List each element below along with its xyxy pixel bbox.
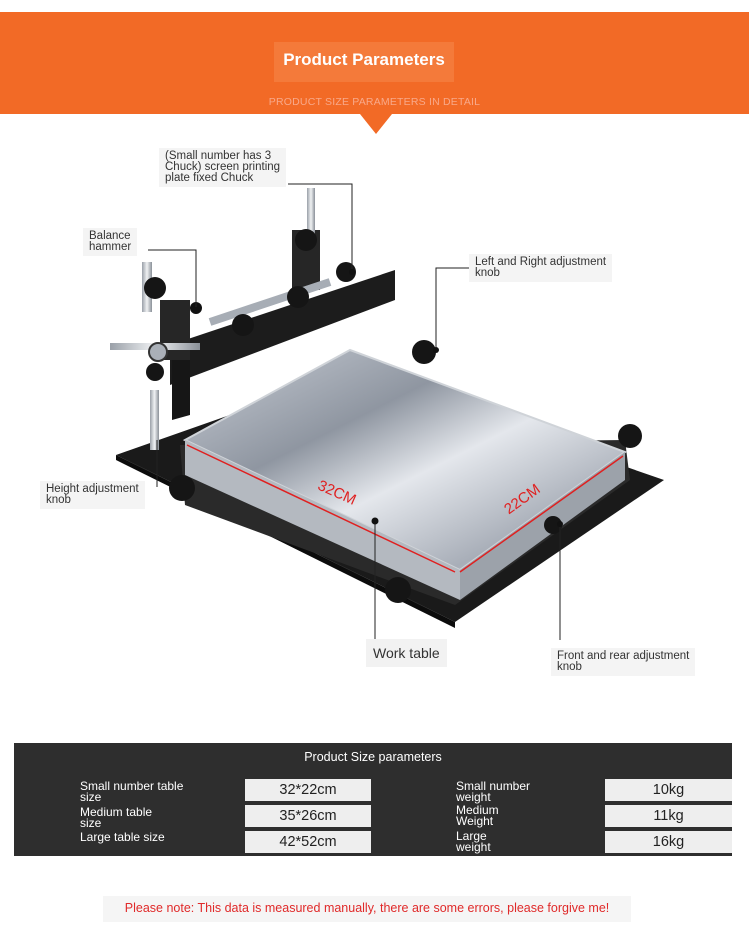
row-2-label-line-1: Medium table <box>80 805 153 819</box>
table-row-1-value: 32*22cm <box>245 779 371 801</box>
callout-front-rear-knob: Front and rear adjustment knob <box>551 648 696 676</box>
callout-height-line-1: Height adjustment <box>46 483 139 495</box>
callout-chuck-line-3: plate fixed Chuck <box>165 172 254 184</box>
table-row-2-value: 35*26cm <box>245 805 371 827</box>
callout-dots <box>193 269 563 527</box>
row-2-label2-line-2: Weight <box>456 814 494 828</box>
spec-table: Product Size parameters Small number tab… <box>14 743 732 856</box>
callout-work-table: Work table <box>366 639 447 667</box>
table-row-2-value2: 11kg <box>605 805 732 827</box>
callout-chuck-line-2: Chuck) screen printing <box>165 161 281 173</box>
row-1-label2-line-2: weight <box>456 790 491 804</box>
callout-left-right-knob: Left and Right adjustment knob <box>469 254 613 282</box>
table-row-3-value2: 16kg <box>605 831 732 853</box>
spec-table-title: Product Size parameters <box>304 750 442 764</box>
callout-front-rear-line-1: Front and rear adjustment <box>557 650 690 662</box>
callout-balance-hammer: Balance hammer <box>83 228 138 256</box>
table-row-1-label: Small number table size <box>80 779 184 804</box>
header-banner: Product Parameters PRODUCT SIZE PARAMETE… <box>0 12 749 114</box>
screen-printer-illustration: 32CM 22CM <box>110 183 664 640</box>
work-table-block <box>180 348 630 605</box>
table-row-3-label: Large table size <box>80 830 165 844</box>
banner-pointer <box>360 114 392 134</box>
row-2-label-line-2: size <box>80 816 102 830</box>
frame-bracket <box>110 188 395 450</box>
callout-height-line-2: knob <box>46 494 71 506</box>
knobs <box>144 229 642 603</box>
row-1-label2-line-1: Small number <box>456 779 531 793</box>
table-row-1-label2: Small number weight <box>456 779 531 804</box>
row-1-label-line-2: size <box>80 790 102 804</box>
callout-left-right-line-2: knob <box>475 267 500 279</box>
callout-chuck-line-1: (Small number has 3 <box>165 150 272 162</box>
callout-height-knob: Height adjustment knob <box>40 481 145 509</box>
table-row-3-label2: Large weight <box>456 829 491 854</box>
row-3-label2-line-1: Large <box>456 829 487 843</box>
row-1-label-line-1: Small number table <box>80 779 184 793</box>
row-3-label-line-1: Large table size <box>80 830 165 844</box>
callout-front-rear-line-2: knob <box>557 661 582 673</box>
row-3-label2-line-2: weight <box>456 840 491 854</box>
page-subtitle: PRODUCT SIZE PARAMETERS IN DETAIL <box>268 96 481 108</box>
callout-leaders <box>148 183 561 640</box>
row-2-label2-line-1: Medium <box>456 803 499 817</box>
table-row-3-value: 42*52cm <box>245 831 371 853</box>
table-row-2-label: Medium table size <box>80 805 153 830</box>
callout-chuck: (Small number has 3 Chuck) screen printi… <box>159 148 287 187</box>
callout-balance-line-1: Balance <box>89 230 131 242</box>
table-row-1-value2: 10kg <box>605 779 732 801</box>
callout-balance-line-2: hammer <box>89 241 132 253</box>
callout-left-right-line-1: Left and Right adjustment <box>475 256 607 268</box>
page-title: Product Parameters <box>274 42 454 82</box>
disclaimer-note: Please note: This data is measured manua… <box>103 896 631 922</box>
table-row-2-label2: Medium Weight <box>456 803 499 828</box>
